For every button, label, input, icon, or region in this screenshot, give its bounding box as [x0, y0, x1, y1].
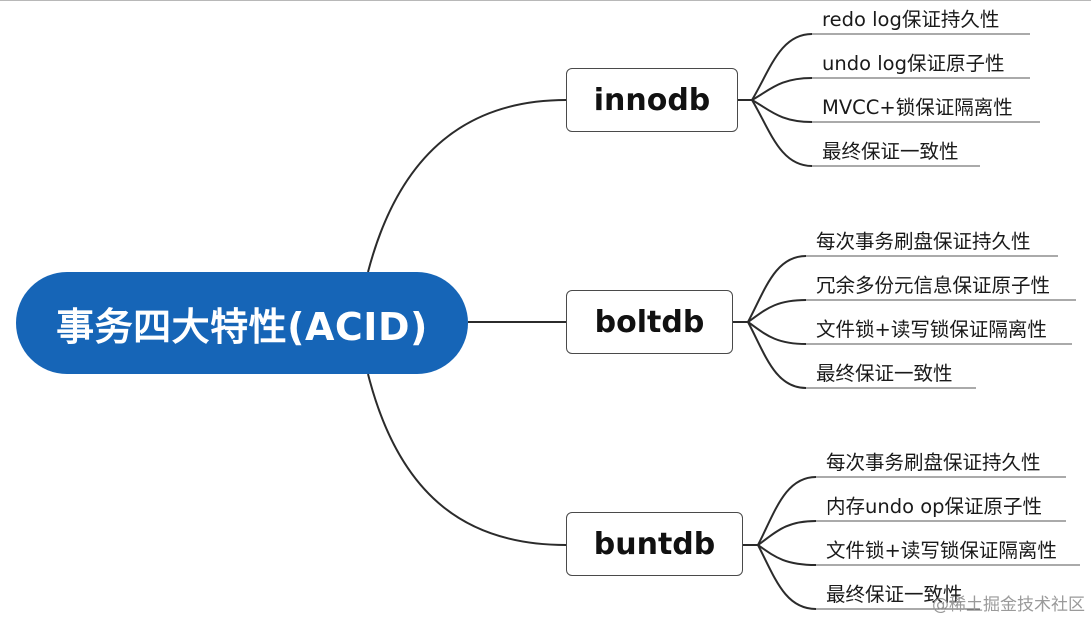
branch-label-boltdb: boltdb: [594, 304, 705, 340]
leaf-boltdb-1: 每次事务刷盘保证持久性: [816, 229, 1031, 253]
link-root-buntdb: [367, 373, 567, 546]
buntdb-fan: [743, 476, 1080, 610]
leaf-buntdb-2: 内存undo op保证原子性: [826, 494, 1043, 518]
root-node: 事务四大特性(ACID): [16, 272, 468, 374]
leaf-boltdb-4: 最终保证一致性: [816, 361, 953, 385]
boltdb-fan: [733, 255, 1076, 389]
leaf-boltdb-2: 冗余多份元信息保证原子性: [816, 273, 1051, 297]
root-label: 事务四大特性(ACID): [56, 304, 428, 349]
branch-label-buntdb: buntdb: [593, 526, 716, 562]
leaf-buntdb-1: 每次事务刷盘保证持久性: [826, 450, 1041, 474]
branch-boltdb: boltdb: [566, 290, 733, 354]
leaf-buntdb-3: 文件锁+读写锁保证隔离性: [826, 538, 1057, 562]
link-root-innodb: [367, 99, 567, 273]
branch-buntdb: buntdb: [566, 512, 743, 576]
leaf-boltdb-3: 文件锁+读写锁保证隔离性: [816, 317, 1047, 341]
leaf-buntdb-4: 最终保证一致性: [826, 582, 963, 606]
branch-innodb: innodb: [566, 68, 738, 132]
leaf-innodb-4: 最终保证一致性: [822, 139, 959, 163]
leaf-innodb-3: MVCC+锁保证隔离性: [822, 95, 1013, 119]
watermark-text: @稀土掘金技术社区: [932, 595, 1085, 615]
top-border: [0, 0, 1091, 1]
leaf-innodb-1: redo log保证持久性: [822, 7, 1000, 31]
innodb-fan: [738, 33, 1040, 167]
branch-label-innodb: innodb: [593, 82, 711, 118]
leaf-innodb-2: undo log保证原子性: [822, 51, 1005, 75]
